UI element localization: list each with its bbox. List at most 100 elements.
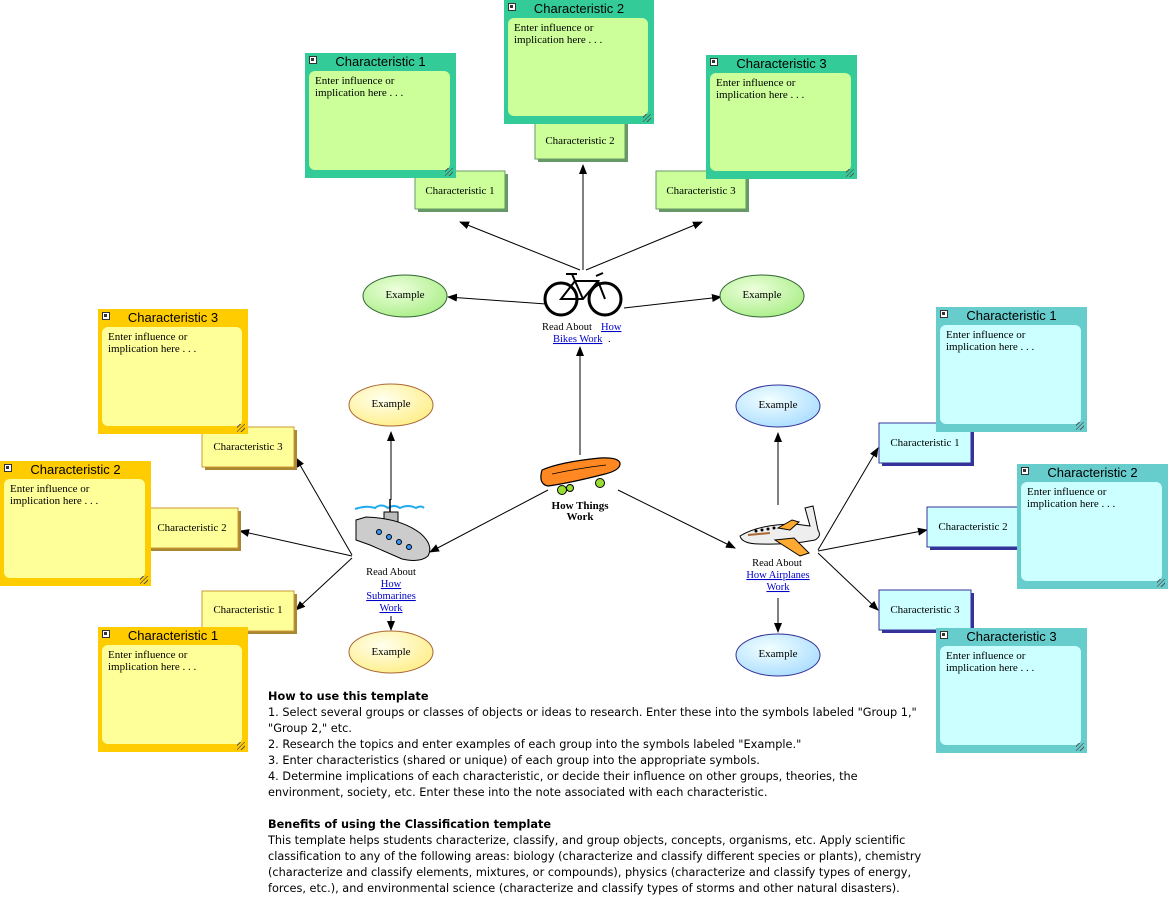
note-body[interactable]: Enter influence or implication here . . … [940,325,1081,424]
note-close-icon[interactable] [4,464,12,472]
svg-text:Work: Work [766,582,790,593]
note-submarines-characteristic-3[interactable]: Characteristic 3 Enter influence or impl… [98,309,248,434]
note-title: Characteristic 2 [30,462,121,477]
svg-text:How Airplanes: How Airplanes [746,570,809,581]
svg-text:Example: Example [371,646,410,658]
bikes-read-about: Read About [542,322,592,333]
note-close-icon[interactable] [940,310,948,318]
note-body[interactable]: Enter influence or implication here . . … [508,18,648,116]
note-close-icon[interactable] [940,631,948,639]
note-title: Characteristic 2 [1047,465,1138,480]
note-title: Characteristic 1 [335,54,426,69]
submarines-node[interactable]: Read About How Submarines Work [354,499,431,614]
note-close-icon[interactable] [508,3,516,11]
connector-airplanes-to-char2 [817,527,928,552]
note-close-icon[interactable] [309,56,317,64]
submarines-example-top[interactable]: Example [348,383,434,427]
resize-grip-icon[interactable] [1076,422,1084,430]
benefits-text: This template helps students characteriz… [268,834,922,895]
note-close-icon[interactable] [710,58,718,66]
resize-grip-icon[interactable] [846,169,854,177]
svg-text:.: . [608,334,611,345]
note-body[interactable]: Enter influence or implication here . . … [102,327,242,426]
connector-center-to-submarines [429,489,549,553]
connector-lines [239,164,928,633]
airplanes-link[interactable]: How Airplanes Work [746,570,809,593]
svg-text:Example: Example [758,399,797,411]
note-body[interactable]: Enter influence or implication here . . … [102,645,242,744]
note-close-icon[interactable] [102,312,110,320]
resize-grip-icon[interactable] [140,576,148,584]
svg-text:Characteristic 3: Characteristic 3 [890,604,960,616]
svg-text:Submarines: Submarines [366,591,416,602]
connector-bikes-to-example-right [623,294,722,309]
resize-grip-icon[interactable] [445,168,453,176]
svg-text:Characteristic 2: Characteristic 2 [157,522,226,534]
connector-bikes-to-example-left [447,293,547,305]
svg-text:Example: Example [742,289,781,301]
note-submarines-characteristic-2[interactable]: Characteristic 2 Enter influence or impl… [0,461,151,586]
note-bikes-characteristic-3[interactable]: Characteristic 3 Enter influence or impl… [706,55,857,179]
instruction-step: 1. Select several groups or classes of o… [268,706,917,735]
svg-text:Example: Example [385,289,424,301]
svg-text:Example: Example [758,648,797,660]
bikes-node[interactable]: Read About How Bikes Work . [542,272,623,345]
airplanes-node[interactable]: Read About How Airplanes Work [739,505,820,593]
note-body[interactable]: Enter influence or implication here . . … [4,479,145,578]
note-title: Characteristic 2 [533,1,625,16]
bikes-link[interactable]: How Bikes Work [553,322,622,345]
submarines-link[interactable]: How Submarines Work [366,579,416,614]
note-airplanes-characteristic-1[interactable]: Characteristic 1 Enter influence or impl… [936,307,1087,432]
submarines-read-about: Read About [366,567,416,578]
note-body[interactable]: Enter influence or implication here . . … [710,73,851,171]
note-airplanes-characteristic-3[interactable]: Characteristic 3 Enter influence or impl… [936,628,1087,753]
airplanes-example-bottom[interactable]: Example [735,633,821,677]
resize-grip-icon[interactable] [237,424,245,432]
connector-submarines-to-char3 [295,457,353,556]
connector-submarines-to-char2 [239,529,353,557]
svg-text:Bikes Work: Bikes Work [553,334,603,345]
bikes-characteristic-2[interactable]: Characteristic 2 [534,120,628,162]
bicycle-icon [543,272,623,317]
note-body[interactable]: Enter influence or implication here . . … [309,71,450,170]
connector-bikes-to-char1 [459,221,581,271]
note-close-icon[interactable] [1021,467,1029,475]
note-submarines-characteristic-1[interactable]: Characteristic 1 Enter influence or impl… [98,627,248,752]
note-title: Characteristic 3 [127,310,219,325]
resize-grip-icon[interactable] [1076,743,1084,751]
bikes-example-right[interactable]: Example [719,274,805,318]
svg-text:Characteristic 3: Characteristic 3 [666,185,736,197]
svg-text:Characteristic 3: Characteristic 3 [213,441,283,453]
note-close-icon[interactable] [102,630,110,638]
connector-bikes-to-char3 [585,221,703,271]
note-body[interactable]: Enter influence or implication here . . … [940,646,1081,745]
instruction-step: 2. Research the topics and enter example… [268,738,802,751]
note-bikes-characteristic-2[interactable]: Characteristic 2 Enter influence or impl… [504,0,654,124]
resize-grip-icon[interactable] [1157,579,1165,587]
svg-text:How: How [601,322,622,333]
svg-text:Characteristic 1: Characteristic 1 [425,185,494,197]
airplanes-characteristic-3[interactable]: Characteristic 3 [878,589,974,633]
resize-grip-icon[interactable] [643,114,651,122]
center-label-line1: How Things [552,500,610,512]
svg-text:Characteristic 2: Characteristic 2 [545,135,614,147]
submarines-characteristic-2[interactable]: Characteristic 2 [145,507,241,551]
connector-airplanes-to-char3 [817,552,879,611]
skateboard-icon [540,457,621,495]
connector-submarines-to-char1 [295,557,353,611]
how-to-heading: How to use this template [268,690,429,703]
note-airplanes-characteristic-2[interactable]: Characteristic 2 Enter influence or impl… [1017,464,1168,589]
bikes-example-left[interactable]: Example [362,274,448,318]
note-bikes-characteristic-1[interactable]: Characteristic 1 Enter influence or impl… [305,53,456,178]
svg-text:Example: Example [371,398,410,410]
note-title: Characteristic 3 [736,56,827,71]
instruction-step: 4. Determine implications of each charac… [268,770,858,799]
airplane-icon [739,505,820,557]
resize-grip-icon[interactable] [237,742,245,750]
center-node[interactable]: How Things Work [540,457,621,523]
note-body[interactable]: Enter influence or implication here . . … [1021,482,1162,581]
airplanes-example-top[interactable]: Example [735,384,821,428]
airplanes-characteristic-2[interactable]: Characteristic 2 [926,506,1022,550]
submarines-example-bottom[interactable]: Example [348,630,434,674]
